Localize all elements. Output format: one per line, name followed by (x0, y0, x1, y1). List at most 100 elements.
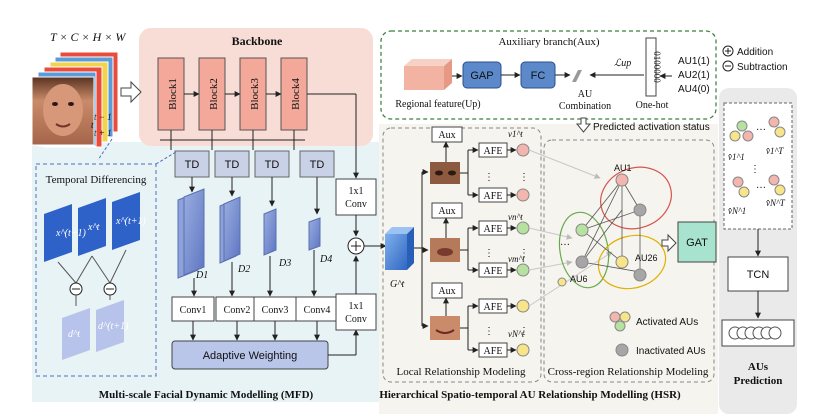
afe-connectors (460, 147, 479, 353)
afe-label-5: AFE (484, 302, 503, 313)
temporal-nodes (729, 116, 786, 198)
regional-feature-label: Regional feature(Up) (395, 99, 480, 110)
gat-box (677, 221, 717, 263)
au-node-au1: AU1 (614, 163, 632, 173)
td-label-3: TD (265, 159, 280, 171)
node-label-vmt: vm^t (508, 254, 525, 264)
onehot-vector (645, 37, 657, 97)
td-frame-next (112, 192, 140, 250)
input-dashed-link (97, 138, 113, 161)
gt-label: G^t (390, 279, 404, 290)
temporal-node-label-1: v̂1^1 (728, 152, 745, 162)
diff-map-1 (183, 188, 205, 276)
tcn-label: TCN (747, 269, 770, 281)
diff-maps (177, 188, 321, 279)
td-boxes (174, 150, 335, 178)
diff-map-4 (308, 217, 321, 251)
td-box-2 (214, 150, 250, 178)
td-output-dt1 (96, 300, 124, 352)
td-output-dt-label: d^t (68, 329, 80, 340)
block-3-label: Block3 (249, 78, 261, 110)
td-label-1: TD (185, 159, 200, 171)
au-combination-label-b: Combination (559, 101, 611, 112)
node-label-vNt: vN^t (508, 329, 525, 339)
td-label-2: TD (225, 159, 240, 171)
diff-map-4-label: D4 (319, 254, 332, 265)
activation-legend (609, 311, 631, 357)
local-label: Local Relationship Modeling (397, 366, 526, 378)
conv-4-label: Conv4 (304, 305, 331, 316)
gap-label: GAP (470, 70, 493, 82)
prediction-nodes (728, 326, 782, 340)
inactivated-label: Inactivated AUs (636, 346, 705, 357)
prediction-label-a: AUs (748, 361, 769, 373)
cross-region (543, 139, 715, 383)
dots-5: ⋮ (484, 326, 494, 337)
td-frame-prev (44, 204, 72, 262)
au-state-2: AU2(1) (678, 70, 710, 81)
diff-map-3 (263, 208, 277, 256)
afe-label-3: AFE (484, 224, 503, 235)
temporal-dots-3: ⋮ (750, 164, 760, 175)
diff-map-3-label: D3 (278, 258, 291, 269)
input-frame-stack (31, 51, 119, 148)
conv-2-label: Conv2 (224, 305, 251, 316)
dots-3: ⋮ (484, 248, 494, 259)
dots-2: ⋮ (519, 172, 529, 183)
au-node-au6: AU6 (570, 274, 588, 284)
legend-subtraction-label: Subtraction (737, 62, 788, 73)
local-to-cross-arrows (528, 149, 613, 307)
conv1x1-top-label-b: Conv (345, 199, 367, 210)
gat-label: GAT (686, 237, 708, 249)
onehot-bits: 0100000 (652, 51, 662, 83)
crop-mouth (430, 316, 460, 340)
aux-branch-title: Auxiliary branch(Aux) (498, 36, 599, 48)
conv-1-label: Conv1 (180, 305, 207, 316)
conv1x1-bottom-label-a: 1x1 (349, 301, 364, 312)
conv-3-label: Conv3 (262, 305, 289, 316)
dots-6: ⋮ (519, 326, 529, 337)
conv-box-1 (171, 296, 215, 322)
td-frame-cur-label: x^t (87, 222, 100, 233)
input-arrow (120, 80, 142, 104)
block-2 (198, 57, 226, 131)
dots-4: ⋮ (519, 248, 529, 259)
td-box-3 (254, 150, 290, 178)
regional-feature-block (404, 59, 452, 90)
au-state-3: AU4(0) (678, 84, 710, 95)
afe-label-2: AFE (484, 191, 503, 202)
temporal-node-label-3: v̂N^1 (728, 206, 746, 216)
predicted-status-label: Predicted activation status (593, 122, 710, 133)
td-frame-cur (78, 198, 106, 256)
gt-cube (385, 227, 414, 270)
temporal-node-label-4: v̂N^T (766, 198, 786, 208)
cross-dots: … (560, 237, 570, 248)
block-2-label: Block2 (208, 78, 220, 110)
conv-box-4 (295, 296, 339, 322)
node-label-vnt: vn^t (508, 212, 523, 222)
au-node-au26: AU26 (635, 253, 658, 263)
frame-label-next: t + 1 (94, 128, 112, 138)
td-frame-prev-label: x^(t−1) (55, 228, 87, 239)
loss-label: ℒup (614, 58, 631, 69)
cross-label: Cross-region Relationship Modeling (548, 366, 709, 378)
backbone-title: Backbone (232, 34, 283, 48)
aux-label-2: Aux (438, 206, 455, 217)
conv1x1-bottom-label-b: Conv (345, 314, 367, 325)
local-module (430, 126, 463, 340)
local-nodes (516, 143, 530, 357)
au-state-1: AU1(1) (678, 56, 710, 67)
block-4 (280, 57, 308, 131)
td-box-1 (174, 150, 210, 178)
diff-map-2-label: D2 (237, 264, 250, 275)
fc-label: FC (531, 70, 546, 82)
predicted-status-arrow (575, 117, 592, 133)
conv1x1-bottom-box (335, 293, 377, 331)
hsr-section-label: Hierarchical Spatio-temporal AU Relation… (379, 389, 681, 401)
td-label-4: TD (310, 159, 325, 171)
temporal-dots-1: … (756, 122, 766, 133)
activated-label: Activated AUs (636, 317, 698, 328)
td-frame-next-label: x^(t+1) (115, 216, 147, 227)
